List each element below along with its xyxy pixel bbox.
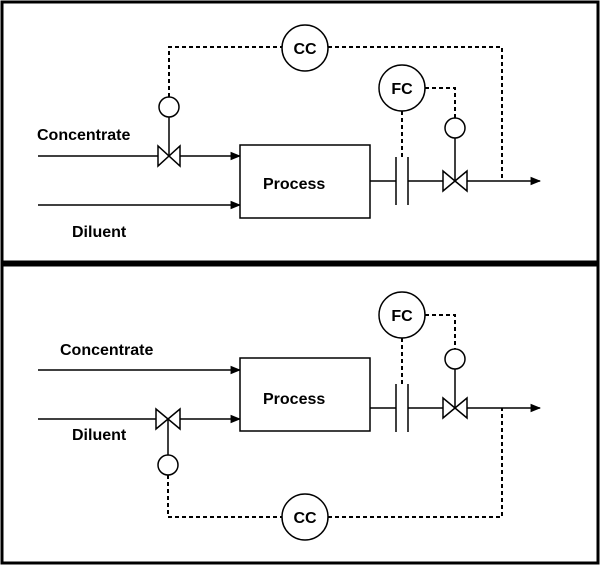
top-cc-controller: CC (281, 24, 329, 72)
bottom-flow-orifice-icon (395, 384, 409, 432)
top-panel-frame (0, 0, 600, 264)
top-fc-controller: FC (378, 64, 426, 112)
top-concentrate-valve-icon[interactable] (157, 96, 181, 168)
bottom-diluent-valve-icon[interactable] (155, 407, 181, 476)
bottom-cc-signal-from-outlet (328, 408, 503, 518)
top-concentrate-label: Concentrate (37, 127, 130, 144)
top-flow-valve-icon[interactable] (442, 117, 468, 193)
bottom-cc-signal-to-valve (167, 475, 282, 518)
bottom-concentrate-label: Concentrate (60, 342, 153, 359)
bottom-diluent-label: Diluent (72, 427, 127, 444)
top-process-label: Process (263, 176, 325, 193)
top-concentrate-actuator-icon (158, 96, 180, 118)
bottom-fc-controller: FC (378, 291, 426, 339)
bottom-process-box (239, 357, 371, 432)
top-flow-actuator-icon (444, 117, 466, 139)
top-cc-label: CC (293, 41, 317, 58)
top-panel: Concentrate Diluent Process (0, 0, 600, 264)
top-cc-signal-to-valve (168, 46, 282, 97)
top-cc-signal-from-outlet (328, 46, 503, 181)
bottom-process-label: Process (263, 391, 325, 408)
top-fc-signal-to-valve (425, 87, 456, 118)
bottom-cc-label: CC (293, 510, 317, 527)
top-diluent-label: Diluent (72, 224, 127, 241)
bottom-fc-signal-to-valve (425, 314, 456, 349)
bottom-diluent-actuator-icon (157, 454, 179, 476)
top-fc-label: FC (391, 81, 413, 98)
bottom-fc-label: FC (391, 308, 413, 325)
bottom-flow-actuator-icon (444, 348, 466, 370)
top-flow-orifice-icon (395, 157, 409, 205)
bottom-cc-controller: CC (281, 493, 329, 541)
bottom-panel-frame (0, 263, 600, 565)
bottom-flow-valve-icon[interactable] (442, 348, 468, 420)
bottom-panel: Concentrate Diluent Process (0, 263, 600, 565)
top-process-box (239, 144, 371, 219)
